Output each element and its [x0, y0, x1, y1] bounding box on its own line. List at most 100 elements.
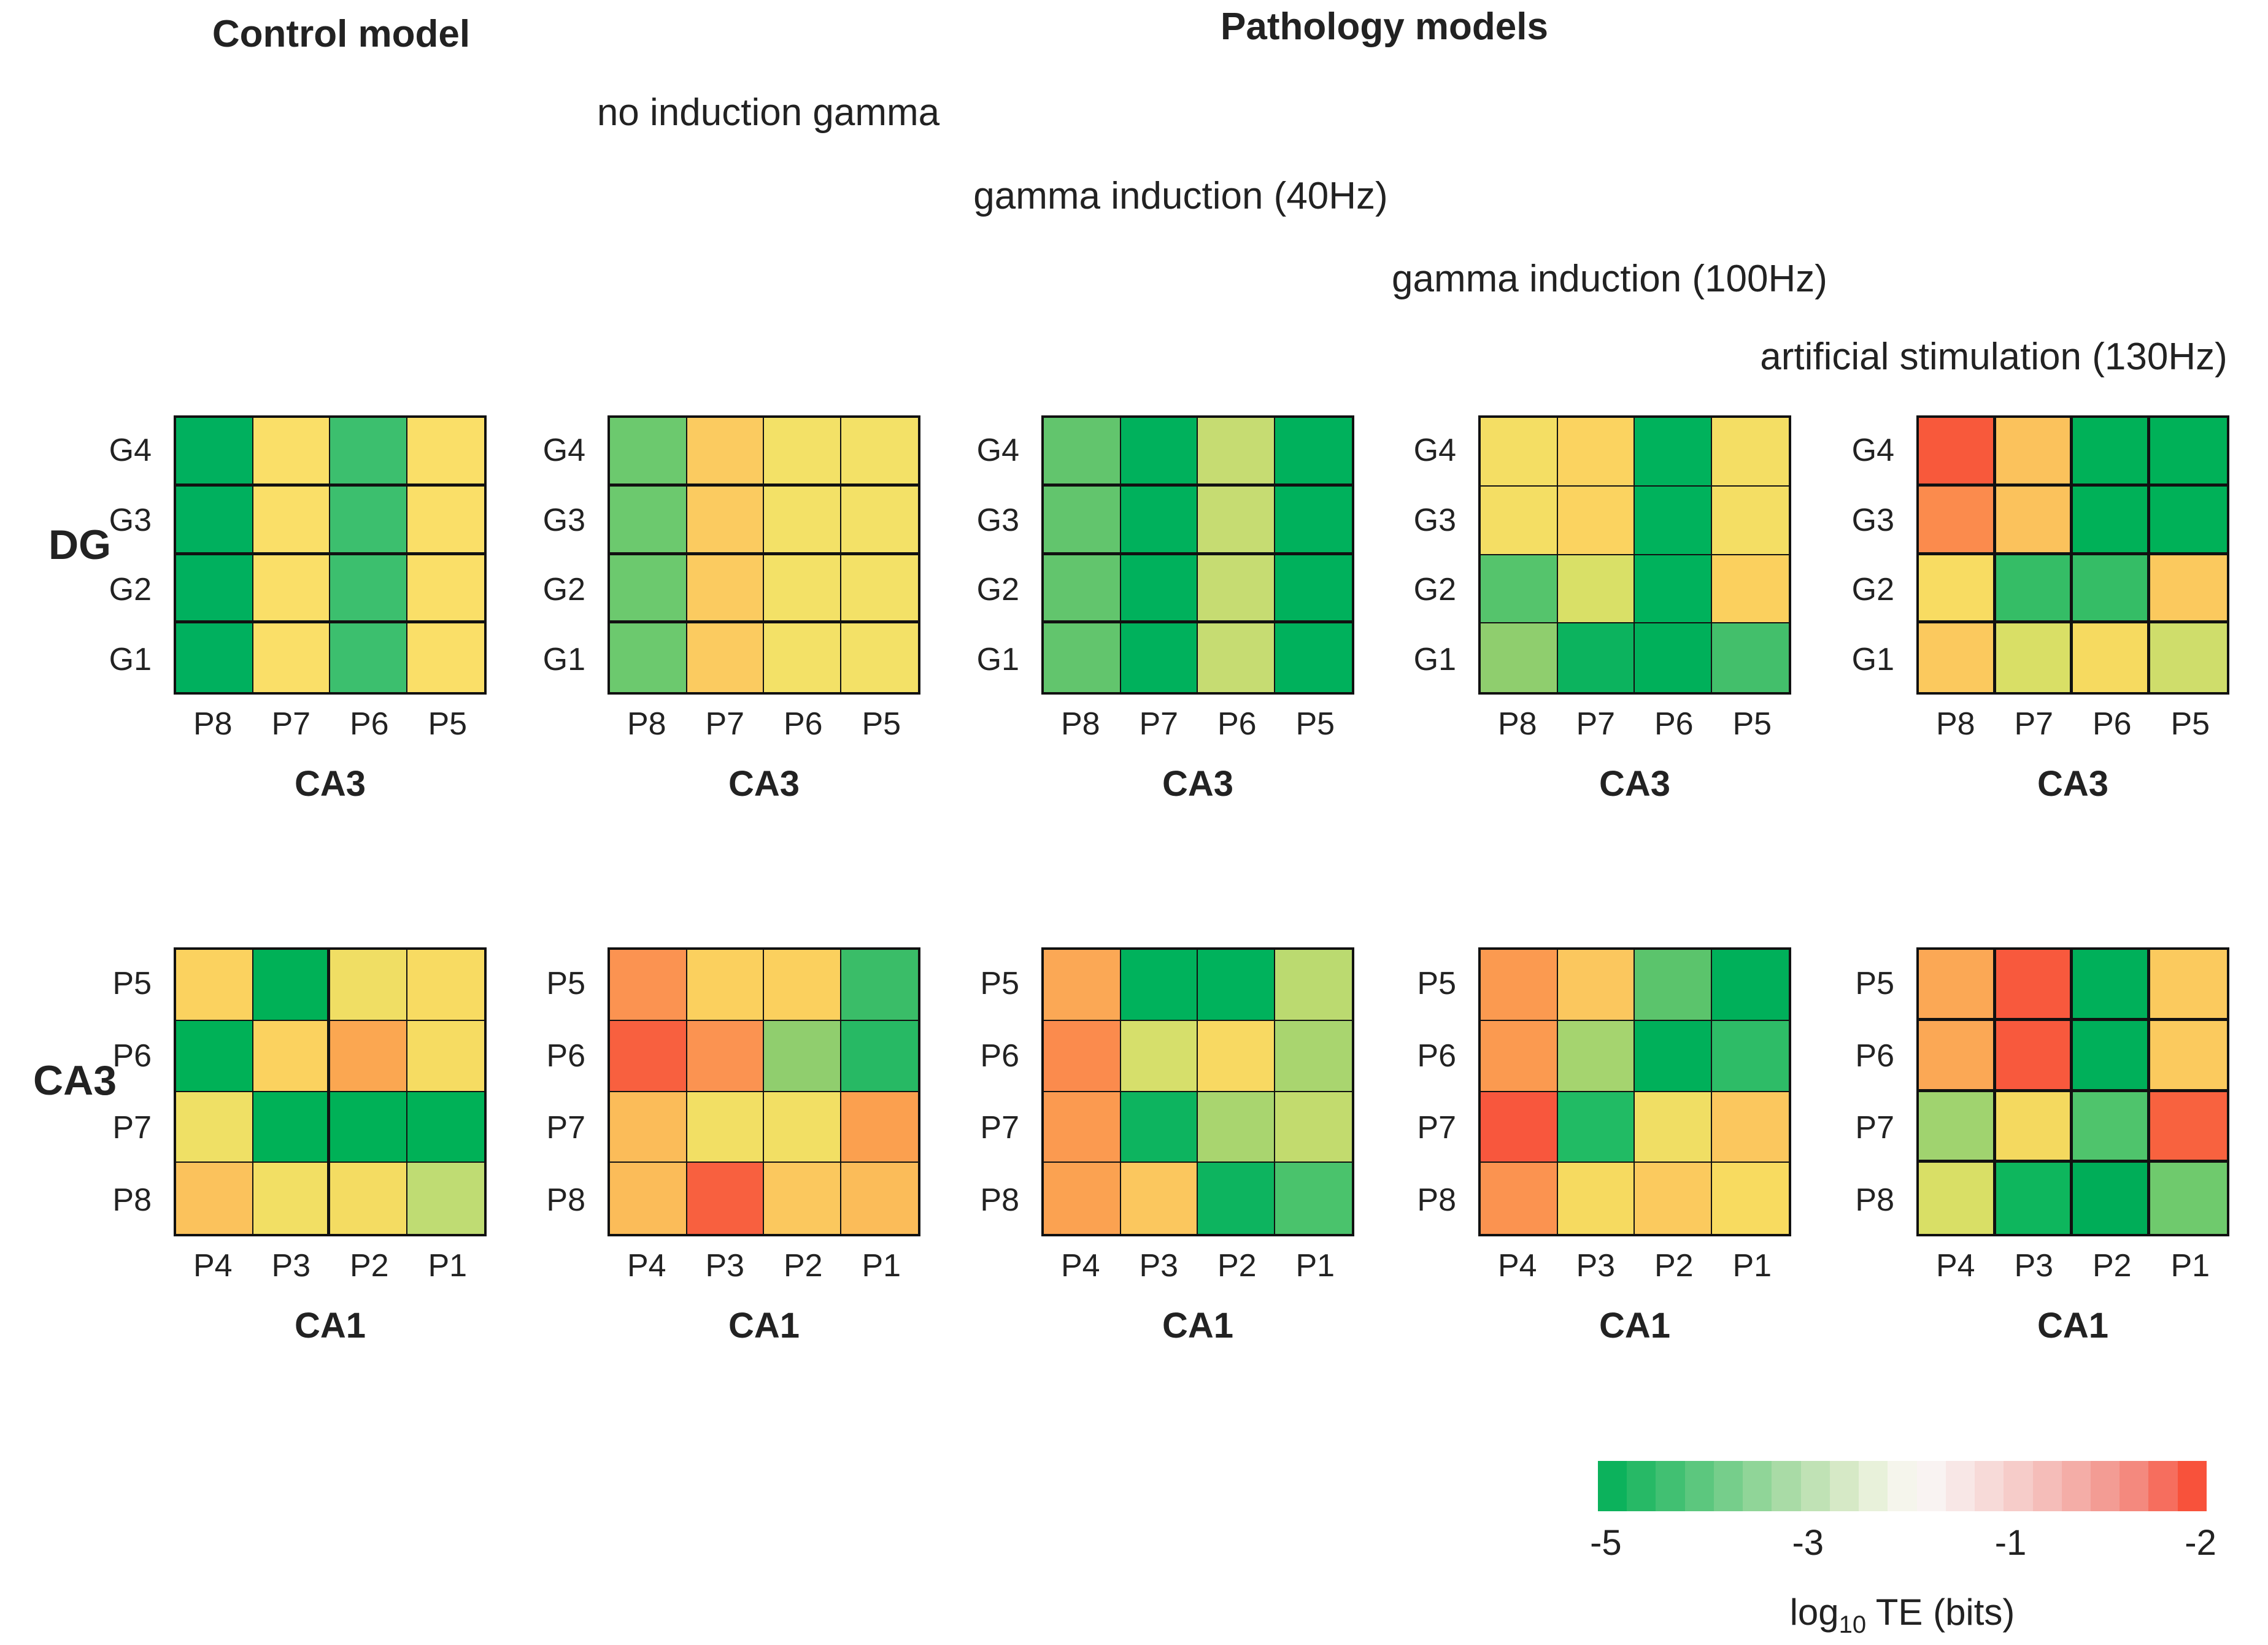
- heatmap-cell-P7-P2: [1635, 1092, 1712, 1163]
- x-axis-title-ca1: CA1: [728, 1306, 800, 1346]
- heatmap-cell-P7-P4: [1919, 1092, 1996, 1163]
- heatmap-cell-G4-P8: [1044, 418, 1121, 487]
- heatmap-cell-P5-P2: [1635, 950, 1712, 1021]
- heatmap-cell-P7-P3: [1996, 1092, 2073, 1163]
- heatmap-cell-G1-P7: [1996, 623, 2073, 692]
- colorbar-tick--2: -2: [2185, 1523, 2216, 1563]
- heatmap-cell-P8-P3: [1557, 1163, 1635, 1234]
- heatmap-cell-G1-P5: [407, 623, 484, 692]
- heatmap-cell-G4-P6: [330, 418, 407, 487]
- pathology-models-title: Pathology models: [1221, 6, 1548, 48]
- row-label-P5: P5: [112, 965, 152, 1001]
- heatmap-cell-P5-P2: [330, 950, 407, 1021]
- col-label-P6: P6: [1654, 706, 1694, 742]
- heatmap-cell-G1-P5: [841, 623, 918, 692]
- heatmap-cell-P5-P4: [1481, 950, 1558, 1021]
- colorbar-segment: [1916, 1461, 1946, 1511]
- heatmap-grid: [1478, 415, 1791, 695]
- heatmap-cell-P6-P1: [407, 1020, 484, 1092]
- heatmap-cell-P6-P4: [610, 1020, 687, 1092]
- row-label-P8: P8: [1855, 1182, 1894, 1219]
- heatmap-cell-G3-P7: [687, 486, 764, 555]
- col-label-P6: P6: [2092, 706, 2132, 742]
- heatmap-cell-P5-P1: [1275, 950, 1352, 1021]
- heatmap-cell-P8-P2: [764, 1163, 841, 1234]
- heatmap-cell-P6-P2: [2073, 1020, 2150, 1092]
- colorbar-segment: [2004, 1461, 2033, 1511]
- heatmap-cell-G2-P7: [1557, 555, 1635, 624]
- heatmap-cell-P7-P4: [610, 1092, 687, 1163]
- col-label-P7: P7: [1139, 706, 1179, 742]
- heatmap-cell-G4-P6: [1198, 418, 1275, 487]
- heatmap-cell-P6-P1: [2150, 1020, 2227, 1092]
- heatmap-grid: [1041, 415, 1354, 695]
- row-label-P6: P6: [546, 1038, 585, 1074]
- col-label-P3: P3: [1576, 1248, 1616, 1284]
- heatmap-cell-G2-P5: [2150, 555, 2227, 624]
- row-label-P7: P7: [1855, 1110, 1894, 1146]
- row-label-G4: G4: [976, 432, 1019, 468]
- colorbar-label: log10 TE (bits): [1598, 1591, 2207, 1639]
- heatmap-cell-G2-P6: [1198, 555, 1275, 624]
- col-label-P8: P8: [627, 706, 666, 742]
- heatmap-cell-G2-P8: [1044, 555, 1121, 624]
- heatmap-cell-P5-P3: [1996, 950, 2073, 1021]
- heatmap-cell-G4-P7: [1120, 418, 1198, 487]
- heatmap-grid: [1916, 947, 2229, 1236]
- colorbar-tick--1: -1: [1994, 1523, 2027, 1563]
- heatmap-cell-P8-P3: [253, 1163, 330, 1234]
- heatmap-grid: [1478, 947, 1791, 1236]
- heatmap-cell-P5-P1: [841, 950, 918, 1021]
- row-label-P8: P8: [1417, 1182, 1456, 1219]
- heatmap-cell-P5-P2: [1198, 950, 1275, 1021]
- x-axis-title-ca1: CA1: [1162, 1306, 1234, 1346]
- heatmap-cell-G3-P8: [1919, 486, 1996, 555]
- col-label-P7: P7: [2014, 706, 2054, 742]
- heatmap-cell-P6-P1: [841, 1020, 918, 1092]
- row-group-label-dg: DG: [48, 522, 111, 568]
- row-label-G2: G2: [1851, 572, 1894, 608]
- heatmap-cell-P8-P1: [2150, 1163, 2227, 1234]
- heatmap-cell-P7-P1: [407, 1092, 484, 1163]
- heatmap-cell-P7-P4: [176, 1092, 253, 1163]
- row-label-P5: P5: [980, 965, 1019, 1001]
- col-label-P8: P8: [1935, 706, 1975, 742]
- heatmap-cell-P7-P2: [764, 1092, 841, 1163]
- colorbar-segment: [2061, 1461, 2091, 1511]
- col-label-P3: P3: [2014, 1248, 2054, 1284]
- heatmap-cell-G2-P5: [841, 555, 918, 624]
- heatmap-cell-G3-P5: [1711, 486, 1789, 555]
- row-label-P8: P8: [112, 1182, 152, 1219]
- col-label-P8: P8: [1060, 706, 1100, 742]
- colorbar-segment: [1829, 1461, 1859, 1511]
- heatmap-cell-G1-P6: [330, 623, 407, 692]
- colorbar-segment: [1945, 1461, 1975, 1511]
- heatmap-grid: [174, 947, 487, 1236]
- heatmap-cell-P5-P3: [253, 950, 330, 1021]
- heatmap-cell-G2-P6: [2073, 555, 2150, 624]
- heatmap-cell-G3-P8: [176, 486, 253, 555]
- heatmap-cell-G4-P7: [253, 418, 330, 487]
- col-label-P6: P6: [1217, 706, 1257, 742]
- heatmap-cell-G2-P5: [1275, 555, 1352, 624]
- col-label-P2: P2: [349, 1248, 389, 1284]
- heatmap-cell-G4-P5: [407, 418, 484, 487]
- heatmap-cell-G2-P7: [253, 555, 330, 624]
- heatmap-grid: [608, 947, 920, 1236]
- col-label-P3: P3: [705, 1248, 745, 1284]
- heatmap-cell-P5-P3: [687, 950, 764, 1021]
- heatmap-cell-P8-P2: [330, 1163, 407, 1234]
- heatmap-cell-P7-P3: [1557, 1092, 1635, 1163]
- heatmap-cell-G1-P6: [2073, 623, 2150, 692]
- row-label-G1: G1: [1413, 642, 1456, 678]
- row-label-G3: G3: [542, 502, 585, 538]
- col-label-P1: P1: [428, 1248, 468, 1284]
- heatmap-cell-G2-P5: [407, 555, 484, 624]
- heatmap-cell-P5-P4: [176, 950, 253, 1021]
- heatmap-cell-G4-P6: [1635, 418, 1712, 487]
- heatmap-cell-P5-P3: [1557, 950, 1635, 1021]
